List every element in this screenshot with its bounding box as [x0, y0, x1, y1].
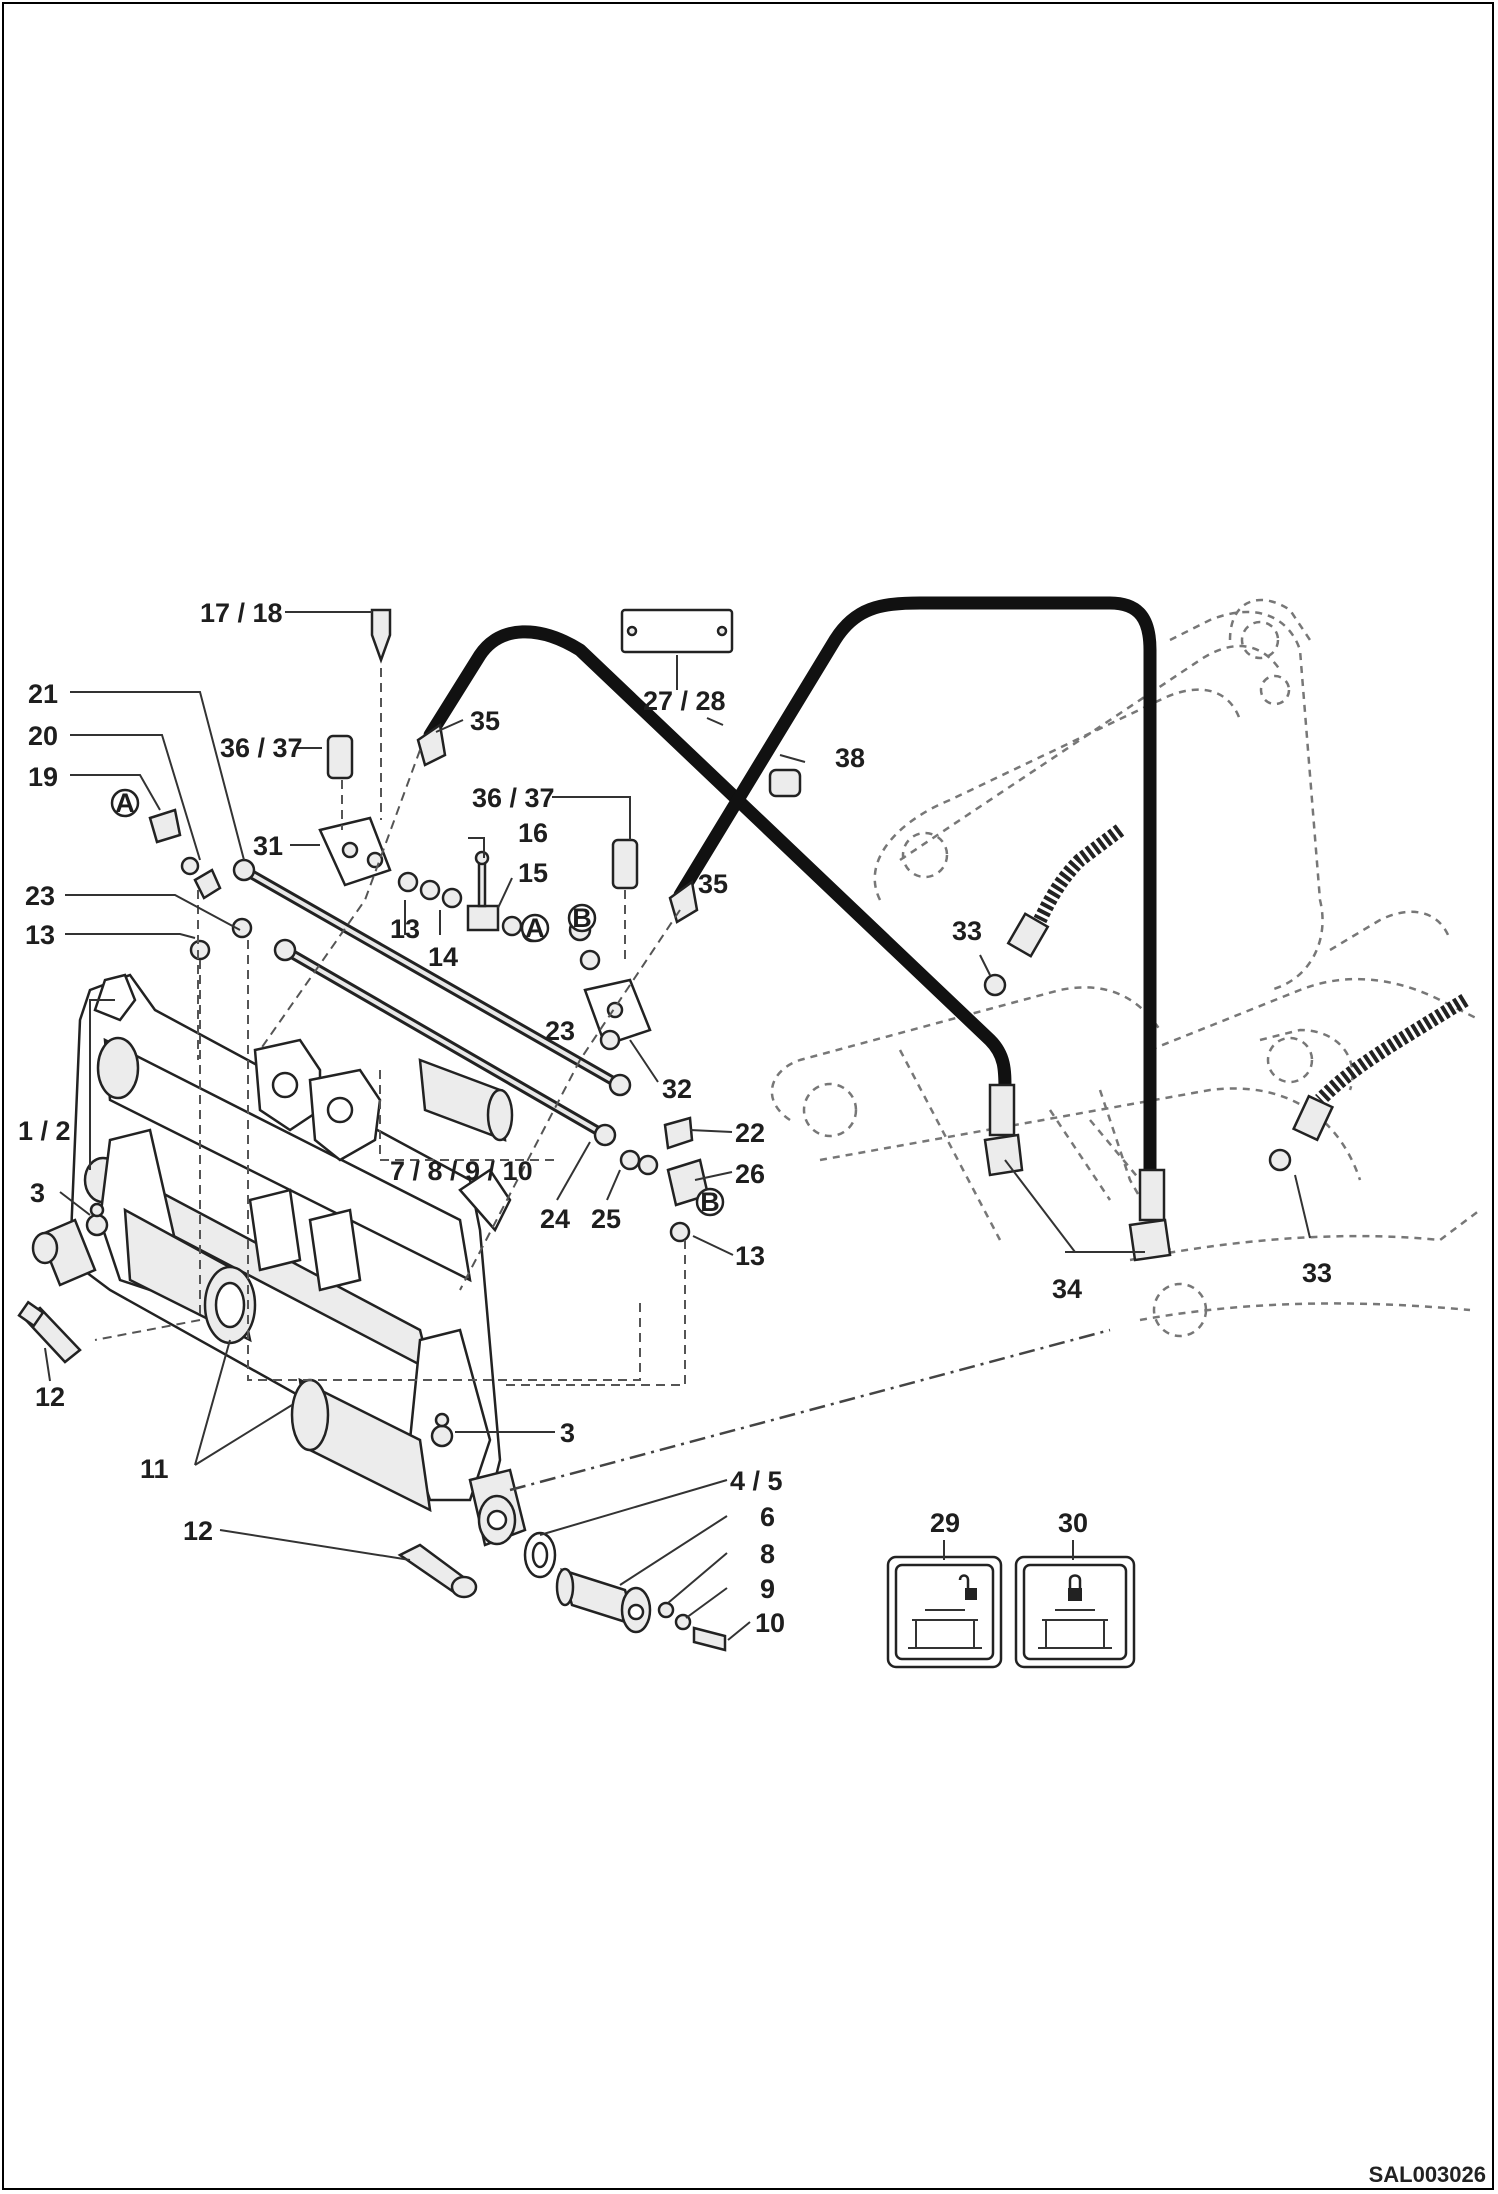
callout-8: 8: [760, 1539, 775, 1569]
callout-33-lower: 33: [1302, 1258, 1332, 1288]
locking-cylinder-left: [31, 1207, 257, 1345]
grease-nipple-lower: [430, 1412, 454, 1448]
callout-38: 38: [835, 743, 865, 773]
callout-4-5: 4 / 5: [730, 1466, 783, 1496]
callout-22: 22: [735, 1118, 765, 1148]
corrugated-hose-lower: [1268, 994, 1469, 1172]
tube-21: [232, 858, 632, 1097]
tube-24: [273, 938, 617, 1147]
callout-30: 30: [1058, 1508, 1088, 1538]
callout-31: 31: [253, 831, 283, 861]
valve-block-31: [318, 816, 392, 887]
callout-labels: 17 / 18 27 / 28 21 20 19 36 / 37 35 38 3…: [18, 598, 1332, 1638]
bolt-lower: [397, 1543, 478, 1599]
callout-13-right: 13: [735, 1241, 765, 1271]
callout-19: 19: [28, 762, 58, 792]
callout-29: 29: [930, 1508, 960, 1538]
callout-35-upper: 35: [470, 706, 500, 736]
bolt-upper: [17, 1300, 82, 1364]
callout-9: 9: [760, 1574, 775, 1604]
callout-13-left: 13: [25, 920, 55, 950]
marker-a-1-label: A: [115, 788, 135, 818]
callout-21: 21: [28, 679, 58, 709]
callout-23-left: 23: [25, 881, 55, 911]
hose-35-left: [416, 625, 1012, 1097]
callout-11: 11: [140, 1454, 169, 1484]
fittings-row: [148, 608, 802, 1243]
unlock-icon: [958, 1574, 977, 1600]
marker-b-1-label: B: [572, 903, 592, 933]
callout-12-lower: 12: [183, 1516, 213, 1546]
hose-guard-plate: [620, 608, 734, 654]
callout-3-right: 3: [560, 1418, 575, 1448]
marker-a-2-label: A: [525, 913, 545, 943]
callout-26: 26: [735, 1159, 765, 1189]
lock-icon: [1068, 1574, 1082, 1601]
decal-locked: [1014, 1555, 1136, 1669]
quick-coupler-frame: [68, 973, 512, 1502]
pin-assembly: [523, 1531, 727, 1652]
callout-12-upper: 12: [35, 1382, 65, 1412]
callout-16: 16: [518, 818, 548, 848]
marker-a-2: A: [520, 913, 550, 943]
callout-13-mid: 13: [390, 914, 420, 944]
callout-34: 34: [1052, 1274, 1082, 1304]
marker-b-2-label: B: [700, 1187, 720, 1217]
callout-1-2: 1 / 2: [18, 1116, 71, 1146]
marker-a-1: A: [110, 788, 140, 818]
callout-33-upper: 33: [952, 916, 982, 946]
leader-lines: [44, 611, 1311, 1641]
drawing-reference-number: SAL003026: [1368, 2162, 1486, 2187]
hose-35-right: [668, 596, 1157, 1177]
callout-3-left: 3: [30, 1178, 45, 1208]
callout-6: 6: [760, 1502, 775, 1532]
grease-nipple-upper: [85, 1202, 109, 1237]
assembly-lines: [94, 668, 1111, 1492]
callout-36-37-upper: 36 / 37: [220, 733, 303, 763]
callout-17-18: 17 / 18: [200, 598, 283, 628]
callout-27-28: 27 / 28: [643, 686, 726, 716]
callout-36-37-lower: 36 / 37: [472, 783, 555, 813]
callout-35-lower: 35: [698, 869, 728, 899]
callout-24: 24: [540, 1204, 570, 1234]
decal-unlocked: [886, 1555, 1003, 1669]
callout-20: 20: [28, 721, 58, 751]
loader-arm-outline: [770, 598, 1481, 1338]
callout-7-8-9-10: 7 / 8 / 9 / 10: [390, 1156, 533, 1186]
callout-23-mid: 23: [545, 1016, 575, 1046]
corrugated-hose-upper: [983, 824, 1125, 997]
callout-25: 25: [591, 1204, 621, 1234]
hose-end-fittings: [983, 1083, 1172, 1262]
callout-10: 10: [755, 1608, 785, 1638]
callout-14: 14: [428, 942, 458, 972]
callout-15: 15: [518, 858, 548, 888]
callout-32: 32: [662, 1074, 692, 1104]
marker-b-2: B: [695, 1187, 725, 1217]
marker-b-1: B: [567, 903, 597, 933]
